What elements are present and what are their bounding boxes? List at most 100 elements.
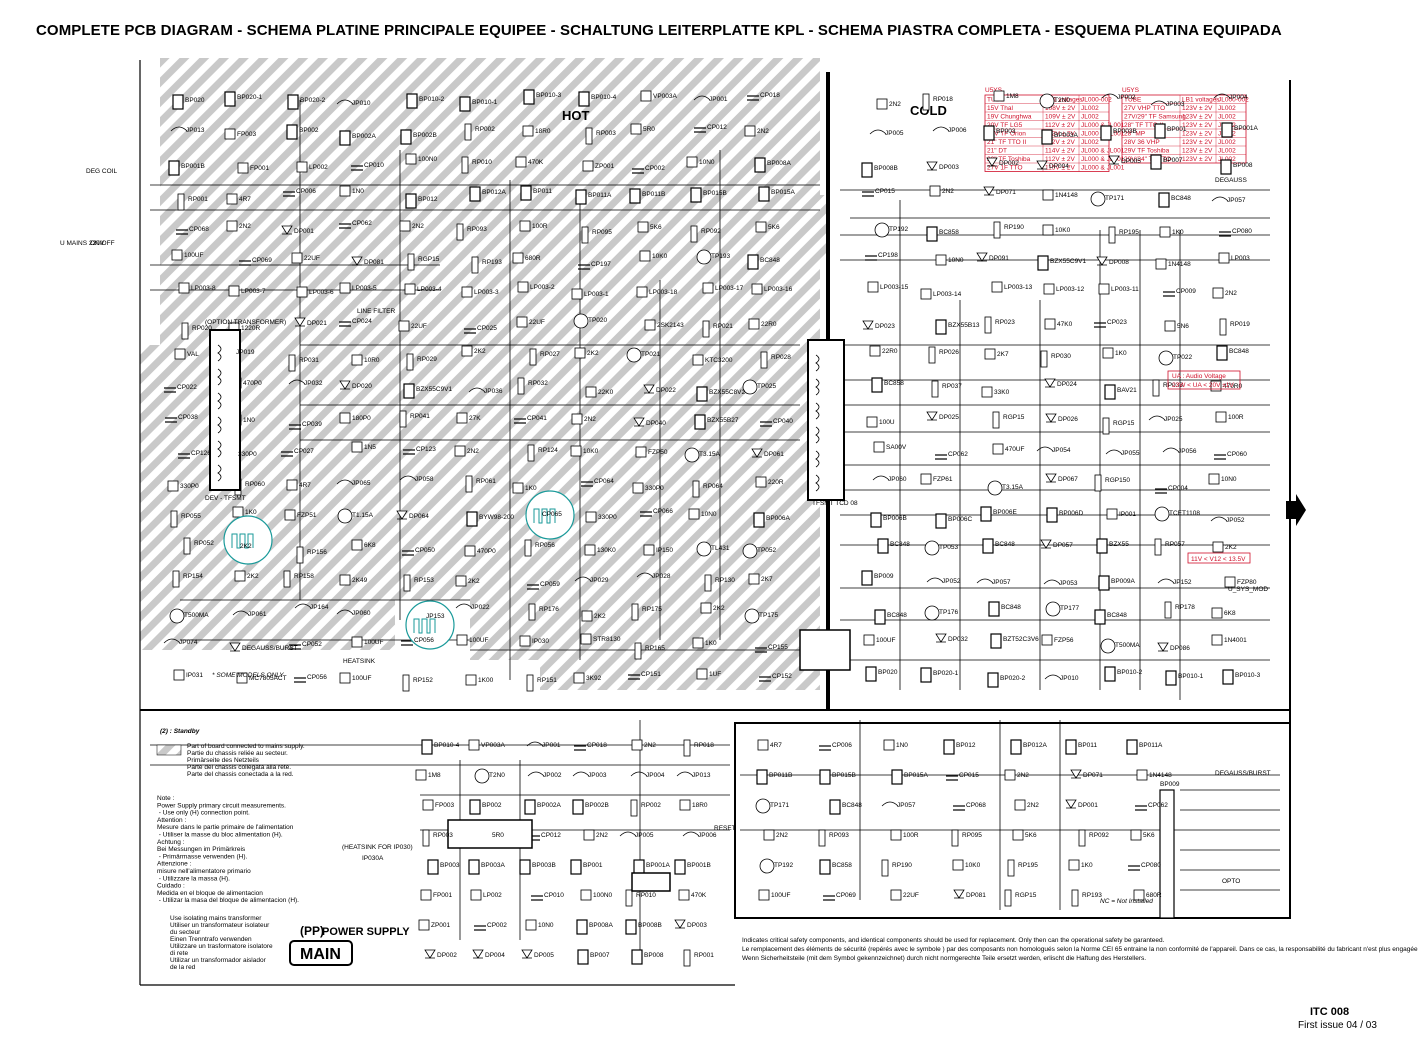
component-label: 100R: [1228, 414, 1244, 421]
jumper-symbol: [619, 831, 637, 837]
component-label: RP037: [942, 383, 962, 390]
component-label: CP152: [772, 673, 792, 680]
part-symbol: [873, 441, 885, 453]
component-label: TP177: [1060, 605, 1080, 612]
part-symbol: [422, 799, 434, 811]
connector-symbol: [1010, 739, 1022, 755]
component-label: FZP50: [648, 449, 668, 456]
component-label: LP003-3: [474, 289, 499, 296]
table-cell: JL002: [1081, 113, 1099, 120]
component-label: RP190: [892, 862, 912, 869]
component-label: 1N4001: [1224, 637, 1247, 644]
transistor-symbol: [755, 798, 771, 814]
diode-symbol: [633, 417, 645, 427]
jumper-symbol: [976, 578, 994, 584]
component-label: JP074: [179, 639, 198, 646]
resistor-symbol: [527, 444, 535, 462]
part-symbol: [512, 252, 524, 264]
part-symbol: [1042, 224, 1054, 236]
component-label: 130K0: [597, 547, 616, 554]
connector-symbol: [1046, 507, 1058, 523]
component-label: TP175: [759, 612, 779, 619]
component-label: 1N4148: [1168, 261, 1191, 268]
component-label: 27K: [469, 415, 481, 422]
component-label: BP001: [1167, 126, 1187, 133]
connector-symbol: [1150, 154, 1162, 170]
connector-symbol: [694, 414, 706, 430]
resistor-symbol: [465, 475, 473, 493]
connector-symbol: [674, 859, 686, 875]
opto-label: OPTO: [1222, 878, 1240, 885]
component-label: SA00V: [886, 444, 907, 451]
resistor-symbol: [399, 410, 407, 428]
component-label: VAL: [187, 351, 199, 358]
component-label: JP001: [542, 742, 561, 749]
component-label: 5R0: [492, 832, 504, 839]
component-label: BP011B: [769, 772, 792, 779]
part-symbol: [571, 413, 583, 425]
diode-symbol: [281, 225, 293, 235]
part-symbol: [226, 193, 238, 205]
component-label: JP022: [471, 604, 490, 611]
component-label: 1K0: [1172, 229, 1184, 236]
component-label: RP156: [307, 549, 327, 556]
part-symbol: [456, 634, 468, 646]
component-label: RP038: [1163, 382, 1183, 389]
component-label: LP003: [1231, 255, 1250, 262]
component-label: BP006E: [993, 509, 1018, 516]
component-label: RP092: [701, 228, 721, 235]
transistor-symbol: [684, 447, 700, 463]
component-label: MC7805ACT: [249, 675, 287, 682]
resistor-symbol: [406, 353, 414, 371]
transistor-symbol: [742, 379, 758, 395]
part-symbol: [755, 476, 767, 488]
component-label: LP003-15: [880, 284, 909, 291]
table-cell: JL000 & JL001: [1081, 122, 1125, 129]
component-label: 10N0: [1221, 476, 1237, 483]
connector-symbol: [468, 859, 480, 875]
table-cell: 112V ± 2V: [1045, 122, 1075, 129]
component-label: CP068: [966, 802, 986, 809]
component-label: JP002: [1117, 94, 1136, 101]
component-label: 1N0: [352, 188, 364, 195]
transistor-symbol: [924, 540, 940, 556]
component-label: 5R0: [643, 126, 655, 133]
transistor-symbol: [1039, 93, 1055, 109]
component-label: BP020: [878, 669, 898, 676]
part-symbol: [464, 545, 476, 557]
component-label: JP028: [652, 573, 671, 580]
resistor-symbol: [1004, 889, 1012, 907]
component-label: LP002: [309, 164, 328, 171]
component-label: CP022: [177, 384, 197, 391]
connector-symbol: [1096, 538, 1108, 554]
component-label: BC848: [1001, 604, 1021, 611]
legend-hatch-text: Part of board connected to mains supply.…: [187, 743, 305, 778]
component-label: 3K92: [586, 675, 602, 682]
table-cell: 123V ± 2V: [1182, 105, 1213, 112]
component-label: BP001: [583, 862, 603, 869]
resistor-symbol: [690, 225, 698, 243]
component-label: JP010: [1060, 675, 1079, 682]
part-symbol: [296, 161, 308, 173]
component-label: CP006: [296, 188, 316, 195]
ic-symbol: [799, 629, 851, 671]
connector-symbol: [633, 859, 645, 875]
component-label: ZP001: [595, 163, 615, 170]
component-label: RP001: [694, 952, 714, 959]
component-label: BP008A: [767, 160, 792, 167]
resistor-symbol: [1094, 474, 1102, 492]
resistor-symbol: [288, 354, 296, 372]
component-label: TP021: [641, 351, 661, 358]
component-label: JP052: [1226, 517, 1245, 524]
main-label: MAIN: [300, 946, 341, 963]
transistor-symbol: [742, 543, 758, 559]
part-symbol: [584, 544, 596, 556]
degauss-burst-label: DEGAUSS/BURST: [1215, 770, 1271, 777]
connector-symbol: [224, 91, 236, 107]
connector-symbol: [572, 799, 584, 815]
component-label: LP003-12: [1056, 286, 1085, 293]
resistor-symbol: [683, 949, 691, 967]
deg-coil-label: DEG COIL: [86, 168, 117, 175]
connector-symbol: [865, 666, 877, 682]
